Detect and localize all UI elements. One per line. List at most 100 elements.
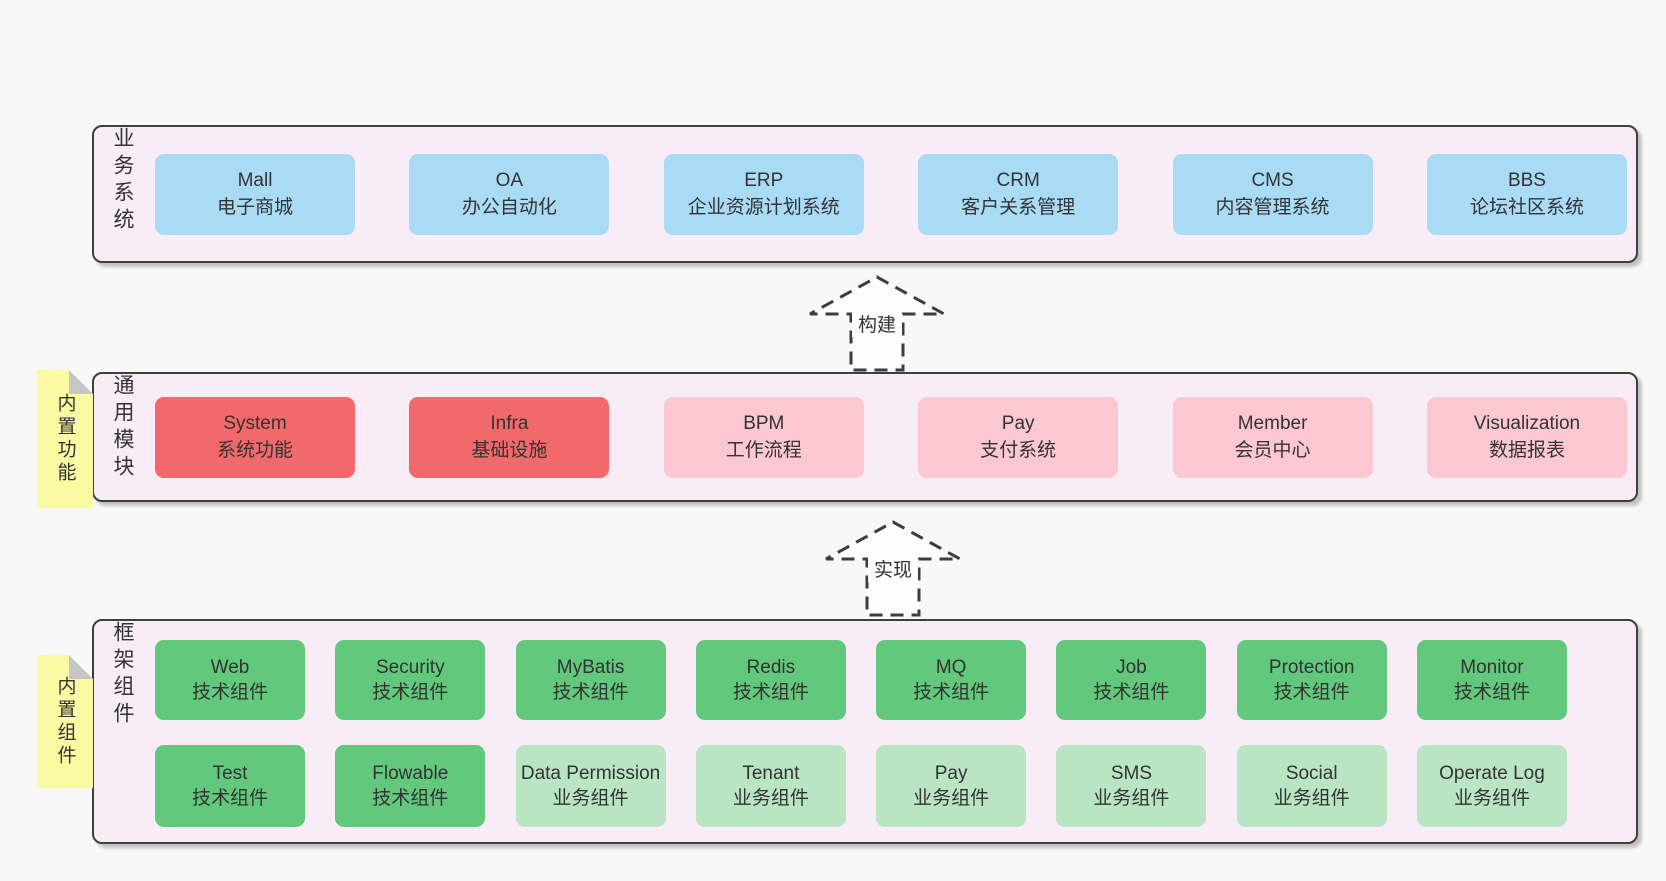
node-title: Operate Log: [1439, 763, 1545, 784]
node-web: Web 技术组件: [155, 640, 305, 720]
node-redis: Redis 技术组件: [695, 640, 846, 720]
node-subtitle: 数据报表: [1488, 440, 1565, 461]
node-subtitle: 内容管理系统: [1215, 197, 1330, 218]
node-crm: CRM 客户关系管理: [918, 153, 1119, 235]
node-mall: Mall 电子商城: [155, 153, 355, 235]
node-subtitle: 业务组件: [552, 788, 629, 809]
node-subtitle: 系统功能: [216, 440, 293, 461]
sticky-label-builtin-components: 内置组件: [54, 675, 76, 768]
node-tenant: Tenant 业务组件: [695, 745, 846, 827]
node-subtitle: 电子商城: [216, 197, 293, 218]
section-common-modules: 通用模块 System 系统功能 Infra 基础设施 BPM 工作流程 Pay 支付系统 Me…: [92, 372, 1638, 502]
node-subtitle: 会员中心: [1234, 440, 1311, 461]
sticky-note-builtin-features: 内置功能: [37, 370, 93, 508]
node-mq: MQ 技术组件: [876, 640, 1027, 720]
node-subtitle: 企业资源计划系统: [687, 197, 840, 218]
node-title: Pay: [1001, 413, 1035, 434]
node-title: OA: [495, 170, 524, 191]
node-subtitle: 业务组件: [732, 788, 809, 809]
node-subtitle: 工作流程: [725, 440, 802, 461]
sticky-label-builtin-features: 内置功能: [54, 393, 76, 485]
node-bpm: BPM 工作流程: [663, 396, 864, 478]
node-subtitle: 业务组件: [1453, 788, 1530, 809]
node-title: Test: [212, 763, 248, 784]
node-pay: Pay 支付系统: [918, 396, 1119, 478]
implement-arrow-icon: 实现: [825, 520, 961, 617]
node-title: Security: [375, 657, 445, 678]
build-arrow-icon: 构建: [809, 275, 945, 372]
node-subtitle: 业务组件: [1093, 788, 1170, 809]
node-subtitle: 业务组件: [913, 788, 990, 809]
common-modules-box-row: System 系统功能 Infra 基础设施 BPM 工作流程 Pay 支付系统 Member 会…: [155, 374, 1627, 500]
section-label-business-systems: 业务系统: [111, 127, 134, 235]
node-title: ERP: [744, 170, 784, 191]
node-bbs: BBS 论坛社区系统: [1426, 153, 1627, 235]
node-title: Flowable: [372, 763, 449, 784]
implement-arrow-label: 实现: [874, 559, 912, 581]
node-title: Monitor: [1460, 657, 1524, 678]
node-subtitle: 论坛社区系统: [1469, 197, 1584, 218]
node-subtitle: 技术组件: [372, 788, 449, 809]
node-title: Visualization: [1473, 413, 1581, 434]
node-title: BBS: [1507, 170, 1546, 191]
node-subtitle: 技术组件: [372, 682, 449, 703]
node-infra: Infra 基础设施: [409, 396, 610, 478]
section-label-framework-components: 框架组件: [111, 621, 134, 729]
node-title: Web: [210, 657, 250, 678]
node-title: Tenant: [742, 763, 800, 784]
node-data-permission: Data Permission 业务组件: [515, 745, 666, 827]
node-subtitle: 技术组件: [1273, 682, 1350, 703]
node-monitor: Monitor 技术组件: [1416, 640, 1567, 720]
node-title: Mall: [237, 170, 273, 191]
node-title: Job: [1116, 657, 1147, 678]
node-subtitle: 业务组件: [1273, 788, 1350, 809]
node-operate-log: Operate Log 业务组件: [1416, 745, 1567, 827]
node-subtitle: 办公自动化: [461, 197, 557, 218]
node-title: Protection: [1268, 657, 1355, 678]
node-subtitle: 技术组件: [1453, 682, 1530, 703]
build-arrow-label: 构建: [858, 314, 896, 336]
node-title: BPM: [743, 413, 785, 434]
node-title: Data Permission: [520, 763, 661, 784]
fold-corner-icon: [69, 370, 93, 394]
sticky-note-builtin-components: 内置组件: [37, 655, 93, 788]
node-system: System 系统功能: [155, 396, 355, 478]
section-business-systems: 业务系统 Mall 电子商城 OA 办公自动化 ERP 企业资源计划系统 CRM 客户关系管理…: [92, 125, 1638, 263]
node-social: Social 业务组件: [1236, 745, 1387, 827]
node-security: Security 技术组件: [335, 640, 486, 720]
node-title: Member: [1237, 413, 1308, 434]
node-title: Pay: [934, 763, 968, 784]
node-subtitle: 基础设施: [471, 440, 548, 461]
node-sms: SMS 业务组件: [1056, 745, 1207, 827]
node-title: Redis: [746, 657, 796, 678]
node-title: Infra: [490, 413, 529, 434]
node-subtitle: 技术组件: [1093, 682, 1170, 703]
section-label-common-modules: 通用模块: [111, 374, 134, 482]
node-erp: ERP 企业资源计划系统: [663, 153, 864, 235]
node-visualization: Visualization 数据报表: [1426, 396, 1627, 478]
node-flowable: Flowable 技术组件: [335, 745, 486, 827]
fold-corner-icon: [69, 655, 93, 679]
node-subtitle: 技术组件: [732, 682, 809, 703]
node-subtitle: 技术组件: [913, 682, 990, 703]
node-title: SMS: [1110, 763, 1152, 784]
node-title: Social: [1285, 763, 1338, 784]
node-subtitle: 技术组件: [191, 682, 268, 703]
node-protection: Protection 技术组件: [1236, 640, 1387, 720]
node-subtitle: 支付系统: [980, 440, 1057, 461]
node-oa: OA 办公自动化: [409, 153, 610, 235]
node-title: CRM: [996, 170, 1040, 191]
node-title: MQ: [935, 657, 967, 678]
node-member: Member 会员中心: [1172, 396, 1373, 478]
node-subtitle: 技术组件: [552, 682, 629, 703]
node-title: System: [223, 413, 287, 434]
node-subtitle: 客户关系管理: [961, 197, 1076, 218]
node-pay: Pay 业务组件: [876, 745, 1027, 827]
